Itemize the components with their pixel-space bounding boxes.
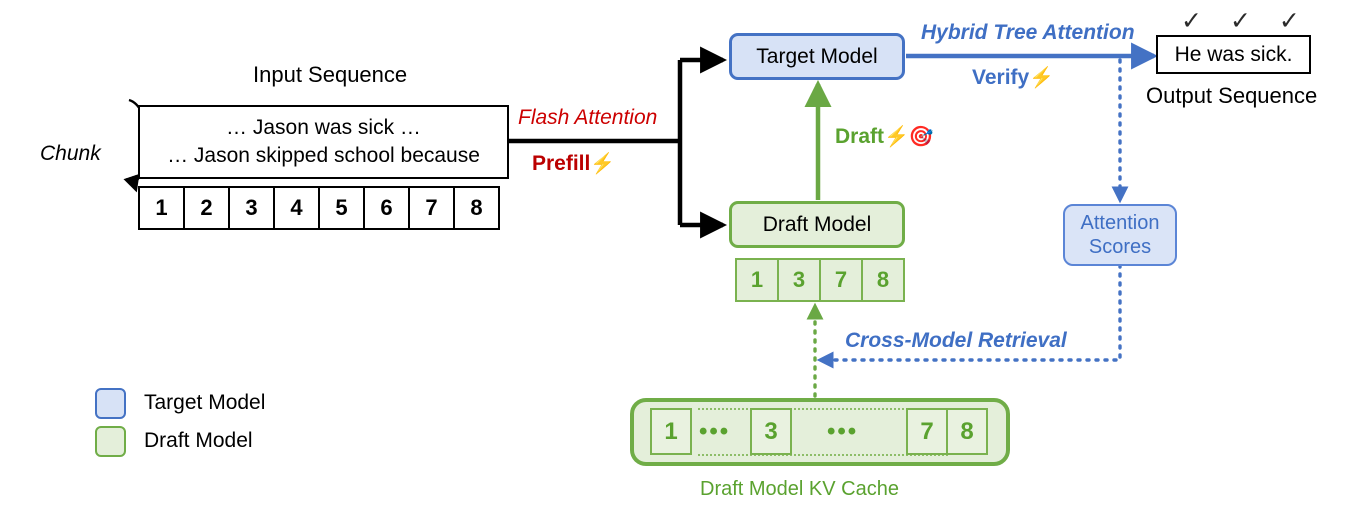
legend-label-draft: Draft Model [144,429,253,452]
kv-cache-dashed-bottom [698,454,948,456]
verified-checks: ✓ ✓ ✓ [1181,6,1300,36]
kv-cache-ellipsis: ••• [827,418,859,445]
kv-cache-caption: Draft Model KV Cache [700,478,899,500]
draft-model-box[interactable]: Draft Model [729,201,905,248]
prefill-label: Prefill⚡ [532,151,615,176]
target-model-box[interactable]: Target Model [729,33,905,80]
check-icon: ✓ [1278,7,1300,35]
input-token: 1 [138,186,185,230]
target-model-label: Target Model [756,44,878,68]
chunk-label: Chunk [40,142,101,165]
draft-token-row: 1 3 7 8 [735,258,905,302]
legend-swatch-target-icon [95,387,126,419]
kv-cache-cell: 3 [750,408,792,455]
kv-cache-cell: 8 [946,408,988,455]
legend-label-target: Target Model [144,391,266,414]
hybrid-tree-attention-label: Hybrid Tree Attention [921,21,1135,44]
verify-text: Verify [972,66,1030,89]
input-token: 7 [408,186,455,230]
legend-swatch-draft-icon [95,425,126,457]
draft-token: 1 [735,258,779,302]
cross-model-retrieval-label: Cross-Model Retrieval [845,329,1067,352]
draft-token: 8 [861,258,905,302]
input-line-1: … Jason was sick … [226,115,421,139]
attention-scores-box[interactable]: Attention Scores [1063,204,1177,266]
kv-cache-ellipsis: ••• [699,418,731,445]
legend-row-target: Target Model [95,384,265,422]
flash-attention-label: Flash Attention [518,106,658,129]
attention-scores-line-1: Attention [1080,212,1160,234]
legend-row-draft: Draft Model [95,422,265,460]
input-token: 3 [228,186,275,230]
lightning-bolt-icon: ⚡ [884,126,909,148]
check-icon: ✓ [1229,7,1251,35]
draft-edge-label: Draft⚡🎯 [835,124,934,149]
kv-cache-cell: 1 [650,408,692,455]
output-sequence-box: He was sick. [1156,35,1311,74]
input-sequence-box: … Jason was sick … … Jason skipped schoo… [138,105,509,179]
check-icon: ✓ [1181,7,1202,35]
draft-edge-text: Draft [835,125,885,148]
input-sequence-title: Input Sequence [253,62,408,87]
attention-scores-line-2: Scores [1088,236,1152,258]
input-token-row: 1 2 3 4 5 6 7 8 [138,186,500,230]
draft-model-label: Draft Model [762,212,872,236]
lightning-bolt-icon: ⚡ [590,153,616,175]
output-sequence-text: He was sick. [1174,42,1293,66]
input-token: 4 [273,186,320,230]
verify-label: Verify⚡ [972,65,1054,90]
output-sequence-caption: Output Sequence [1146,83,1318,108]
legend: Target Model Draft Model [95,384,265,460]
draft-token: 7 [819,258,863,302]
input-token: 6 [363,186,410,230]
kv-cache-cell: 7 [906,408,948,455]
input-token: 8 [453,186,500,230]
bullseye-target-icon: 🎯 [908,126,934,148]
draft-token: 3 [777,258,821,302]
input-token: 5 [318,186,365,230]
kv-cache-dashed-top [698,408,948,410]
lightning-bolt-icon: ⚡ [1029,67,1055,89]
input-token: 2 [183,186,230,230]
prefill-text: Prefill [532,152,591,175]
input-line-2: … Jason skipped school because [167,144,480,167]
